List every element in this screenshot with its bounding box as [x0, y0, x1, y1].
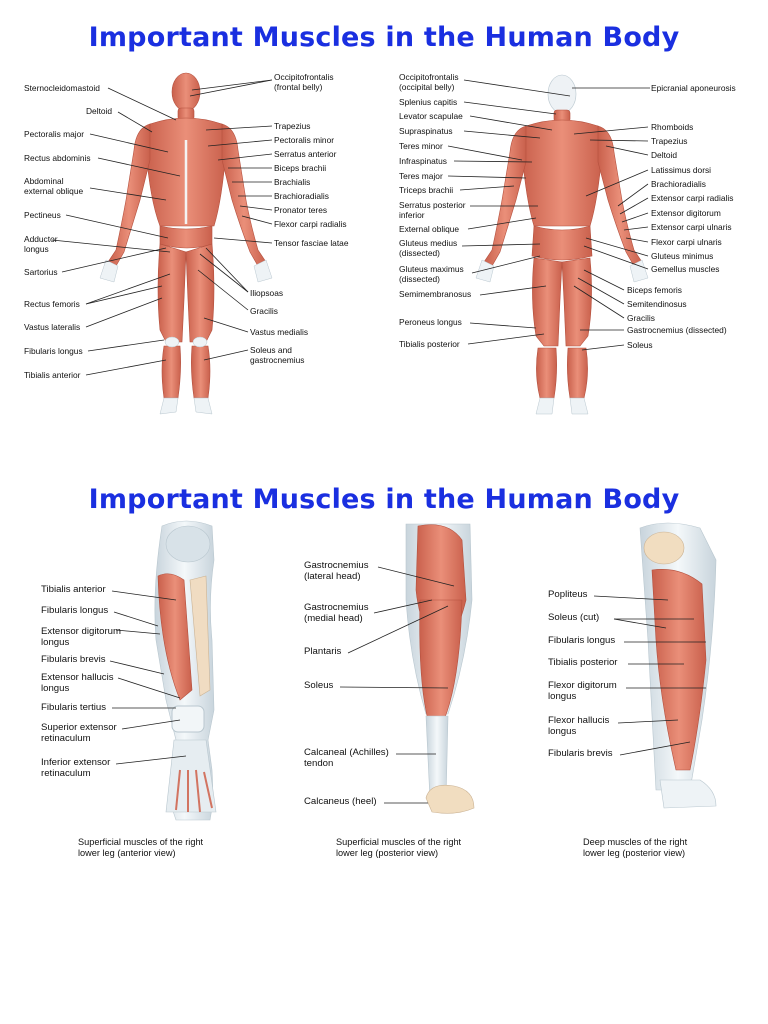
label-extensor-hallucis-longus: Extensor hallucis longus	[41, 672, 114, 694]
label-tibialis-anterior-leg: Tibialis anterior	[41, 584, 106, 595]
label-latissimus-dorsi: Latissimus dorsi	[651, 165, 712, 175]
posterior-body-figure	[483, 74, 643, 399]
label-epicranial-aponeurosis: Epicranial aponeurosis	[651, 83, 736, 93]
label-brachioradialis-posterior: Brachioradialis	[651, 179, 706, 189]
label-external-oblique: External oblique	[399, 224, 460, 234]
label-flexor-digitorum-longus: Flexor digitorum longus	[548, 680, 617, 702]
anterior-body-figure	[107, 72, 267, 399]
label-flexor-hallucis-longus: Flexor hallucis longus	[548, 715, 610, 737]
label-fibularis-longus-leg: Fibularis longus	[41, 605, 109, 616]
label-gracilis-anterior: Gracilis	[250, 306, 278, 316]
label-occipitofrontalis-frontal: Occipitofrontalis (frontal belly)	[274, 72, 334, 92]
lower-leg-deep-posterior-figure	[639, 522, 717, 809]
label-flexor-carpi-radialis: Flexor carpi radialis	[274, 219, 347, 229]
label-soleus-cut: Soleus (cut)	[548, 612, 600, 623]
label-tibialis-anterior: Tibialis anterior	[24, 370, 81, 380]
diagram-title-bottom: Important Muscles in the Human Body	[88, 484, 680, 515]
label-gracilis-posterior: Gracilis	[627, 313, 655, 323]
label-biceps-brachii: Biceps brachii	[274, 163, 327, 173]
label-serratus-posterior-inferior: Serratus posterior inferior	[399, 200, 466, 220]
label-fibularis-longus-leg3: Fibularis longus	[548, 635, 616, 646]
label-gastrocnemius-lateral-head: Gastrocnemius (lateral head)	[304, 560, 369, 582]
label-adductor-longus: Adductor longus	[24, 234, 58, 254]
label-triceps-brachii: Triceps brachii	[399, 185, 454, 195]
label-occipitofrontalis-occipital: Occipitofrontalis (occipital belly)	[399, 72, 459, 92]
label-vastus-lateralis: Vastus lateralis	[24, 322, 81, 332]
label-sartorius: Sartorius	[24, 267, 58, 277]
label-abdominal-external-oblique: Abdominal external oblique	[24, 176, 84, 196]
lower-leg-anterior-figure	[154, 520, 217, 821]
label-tibialis-posterior-leg3: Tibialis posterior	[548, 657, 618, 668]
posterior-body-tendons	[475, 259, 649, 415]
label-pronator-teres: Pronator teres	[274, 205, 328, 215]
label-fibularis-brevis-leg1: Fibularis brevis	[41, 654, 106, 665]
label-deltoid: Deltoid	[86, 106, 113, 116]
label-soleus-gastrocnemius: Soleus and gastrocnemius	[250, 345, 305, 365]
label-sternocleidomastoid: Sternocleidomastoid	[24, 83, 100, 93]
caption-anterior-view: Superficial muscles of the right lower l…	[78, 837, 204, 858]
label-pectoralis-major: Pectoralis major	[24, 129, 85, 139]
label-gluteus-maximus: Gluteus maximus (dissected)	[399, 264, 464, 284]
label-levator-scapulae: Levator scapulae	[399, 111, 463, 121]
leg2-leaders	[339, 566, 455, 804]
label-extensor-digitorum: Extensor digitorum	[651, 208, 721, 218]
label-vastus-medialis: Vastus medialis	[250, 327, 309, 337]
label-calcaneus-heel: Calcaneus (heel)	[304, 796, 377, 807]
anterior-body-tendons	[99, 140, 273, 415]
label-fibularis-brevis-leg3: Fibularis brevis	[548, 748, 613, 759]
label-gastrocnemius-medial-head: Gastrocnemius (medial head)	[304, 602, 369, 624]
label-fibularis-longus: Fibularis longus	[24, 346, 83, 356]
label-gluteus-medius: Gluteus medius (dissected)	[399, 238, 458, 258]
leg3-leaders	[593, 595, 706, 756]
label-calcaneal-tendon: Calcaneal (Achilles) tendon	[304, 747, 389, 769]
label-rectus-abdominis: Rectus abdominis	[24, 153, 91, 163]
posterior-left-leaders	[447, 79, 571, 345]
label-pectineus: Pectineus	[24, 210, 61, 220]
label-peroneus-longus: Peroneus longus	[399, 317, 462, 327]
label-extensor-carpi-ulnaris: Extensor carpi ulnaris	[651, 222, 732, 232]
leg1-leaders	[109, 590, 187, 765]
label-inferior-extensor-retinaculum: Inferior extensor retinaculum	[41, 757, 111, 779]
label-semitendinosus: Semitendinosus	[627, 299, 687, 309]
label-brachioradialis-anterior: Brachioradialis	[274, 191, 329, 201]
caption-posterior-view: Superficial muscles of the right lower l…	[336, 837, 462, 858]
label-trapezius-anterior: Trapezius	[274, 121, 311, 131]
label-teres-minor: Teres minor	[399, 141, 443, 151]
caption-deep-posterior-view: Deep muscles of the right lower leg (pos…	[583, 837, 688, 858]
label-tensor-fasciae-latae: Tensor fasciae latae	[274, 238, 349, 248]
label-teres-major: Teres major	[399, 171, 443, 181]
label-superior-extensor-retinaculum: Superior extensor retinaculum	[41, 722, 117, 744]
label-serratus-anterior: Serratus anterior	[274, 149, 337, 159]
label-pectoralis-minor: Pectoralis minor	[274, 135, 335, 145]
label-popliteus: Popliteus	[548, 589, 588, 600]
label-gluteus-minimus: Gluteus minimus	[651, 251, 714, 261]
label-supraspinatus: Supraspinatus	[399, 126, 453, 136]
anterior-right-leaders	[189, 79, 273, 361]
label-rectus-femoris: Rectus femoris	[24, 299, 80, 309]
label-tibialis-posterior-top: Tibialis posterior	[399, 339, 460, 349]
label-extensor-carpi-radialis: Extensor carpi radialis	[651, 193, 734, 203]
label-plantaris: Plantaris	[304, 646, 342, 657]
label-gastrocnemius-dissected: Gastrocnemius (dissected)	[627, 325, 727, 335]
label-gemellus-muscles: Gemellus muscles	[651, 264, 720, 274]
lower-leg-posterior-figure	[405, 523, 475, 814]
anterior-left-leaders	[51, 87, 181, 376]
label-extensor-digitorum-longus: Extensor digitorum longus	[41, 626, 121, 648]
label-trapezius-posterior: Trapezius	[651, 136, 688, 146]
label-rhomboids: Rhomboids	[651, 122, 694, 132]
label-soleus-top: Soleus	[627, 340, 653, 350]
label-deltoid-posterior: Deltoid	[651, 150, 678, 160]
diagram-title-top: Important Muscles in the Human Body	[88, 22, 680, 53]
label-iliopsoas: Iliopsoas	[250, 288, 284, 298]
label-fibularis-tertius: Fibularis tertius	[41, 702, 107, 713]
label-biceps-femoris: Biceps femoris	[627, 285, 682, 295]
label-soleus-leg2: Soleus	[304, 680, 334, 691]
label-flexor-carpi-ulnaris: Flexor carpi ulnaris	[651, 237, 722, 247]
label-brachialis: Brachialis	[274, 177, 311, 187]
label-splenius-capitis: Splenius capitis	[399, 97, 458, 107]
label-semimembranosus: Semimembranosus	[399, 289, 472, 299]
posterior-right-leaders	[572, 87, 650, 351]
label-infraspinatus: Infraspinatus	[399, 156, 447, 166]
